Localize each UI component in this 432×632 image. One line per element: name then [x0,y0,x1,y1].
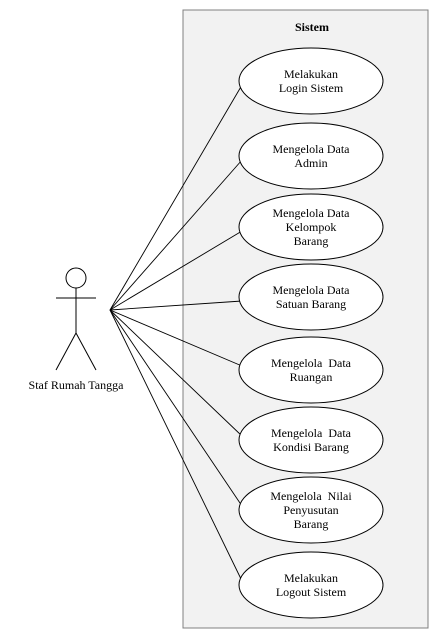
use-case-label: Kondisi Barang [273,440,349,454]
association-admin [109,159,243,311]
actor-head [65,267,87,289]
association-kondisi-barang [109,309,243,437]
association-nilai-penyusutan [109,309,243,507]
use-case-label: Mengelola Data [273,142,351,156]
actor-left-leg [55,332,77,371]
use-case-label: Barang [294,517,329,531]
system-title: Sistem [295,20,329,34]
actor-staf-rumah-tangga [55,267,97,371]
use-case-ellipse [238,336,384,404]
use-case-label: Login Sistem [279,81,344,95]
use-case-ellipse [238,193,384,261]
use-case-ellipse [238,122,384,190]
actor-right-leg [75,332,97,371]
association-ruangan [109,309,243,367]
use-case-label: Penyusutan [283,503,338,517]
use-case-ellipse [238,551,384,619]
association-login [109,84,243,311]
use-case-label: Satuan Barang [276,297,346,311]
association-logout [109,309,243,582]
use-case-ellipse [238,263,384,331]
use-case-label: Mengelola Nilai [270,489,352,503]
actor-name: Staf Rumah Tangga [29,378,125,392]
use-case-label: Kelompok [286,220,337,234]
use-case-label: Mengelola Data [271,426,352,440]
use-case-ellipse [238,406,384,474]
use-case-label: Mengelola Data [273,283,351,297]
use-case-label: Barang [294,234,329,248]
use-case-ellipse [238,476,384,544]
use-case-label: Ruangan [290,370,333,384]
association-kelompok-barang [109,230,243,311]
use-case-label: Logout Sistem [276,585,347,599]
associations [109,84,243,582]
use-case-label: Melakukan [284,571,338,585]
use-case-label: Admin [294,156,327,170]
use-case-label: Mengelola Data [271,356,352,370]
association-satuan-barang [109,300,243,311]
use-case-label: Melakukan [284,67,338,81]
use-case-label: Mengelola Data [273,206,351,220]
use-case-ellipse [238,47,384,115]
